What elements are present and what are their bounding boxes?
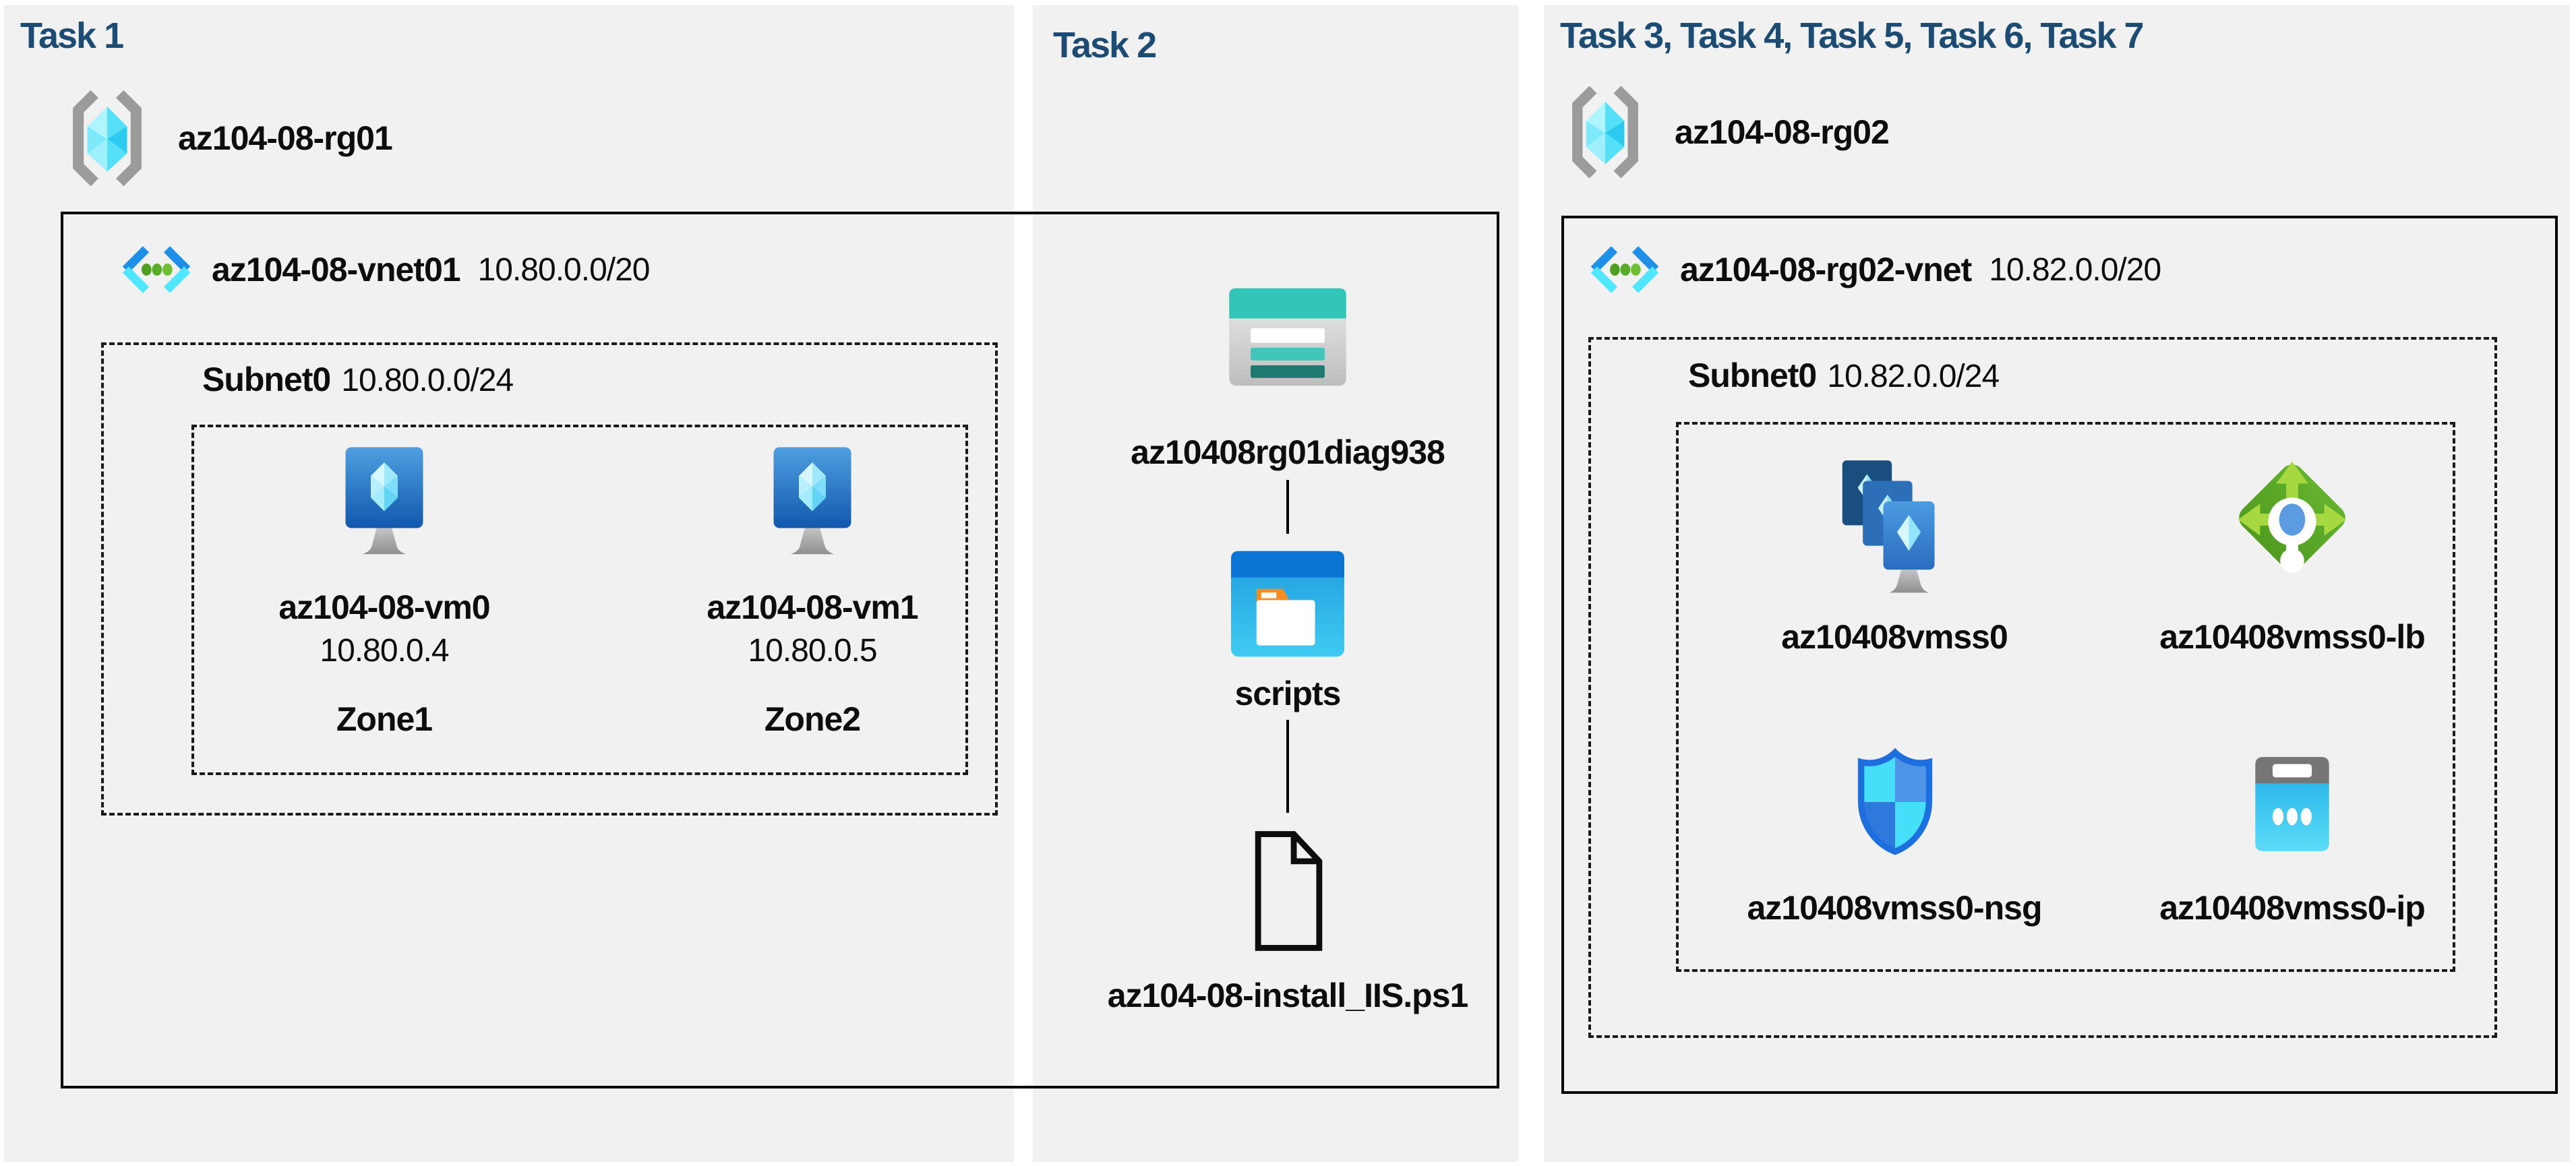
storage-account-name: az10408rg01diag938 [1131, 433, 1445, 471]
vm1-zone: Zone2 [764, 700, 861, 738]
resource-group-icon [62, 85, 152, 191]
vnet01-box [61, 212, 1499, 1088]
resource-group-rg02: az104-08-rg02 [1561, 81, 1890, 183]
connector-scripts-file [1286, 720, 1289, 813]
public-ip-icon [2249, 752, 2335, 856]
nsg-name: az10408vmss0-nsg [1747, 889, 2042, 927]
subnet0-box-task3 [1588, 337, 2497, 1038]
rg02-vnet-cidr: 10.82.0.0/20 [1989, 251, 2161, 288]
vm1-icon [762, 443, 863, 562]
public-ip-name: az10408vmss0-ip [2159, 889, 2426, 927]
script-file-name: az104-08-install_IIS.ps1 [1107, 977, 1469, 1014]
scripts-container-icon [1226, 547, 1350, 661]
task1-panel [4, 5, 1014, 1162]
resource-group-name: az104-08-rg01 [178, 119, 393, 157]
subnet0-box-task1 [101, 342, 998, 816]
rg02-vnet-name: az104-08-rg02-vnet [1680, 251, 1972, 288]
virtual-network-icon [1587, 237, 1663, 302]
vm0-icon [334, 443, 435, 562]
subnet0-cidr: 10.80.0.0/24 [341, 363, 514, 398]
script-file-icon [1245, 824, 1329, 958]
vnet01-name: az104-08-vnet01 [212, 251, 461, 288]
nsg-icon [1853, 735, 1938, 869]
vmss-resources-box [1676, 422, 2455, 972]
rg02-vnet-title-row: az104-08-rg02-vnet 10.82.0.0/20 [1587, 232, 2161, 307]
load-balancer-name: az10408vmss0-lb [2159, 618, 2426, 656]
virtual-machine-icon [773, 447, 851, 555]
vmss-name: az10408vmss0 [1781, 618, 2008, 656]
resource-group-name: az104-08-rg02 [1675, 113, 1890, 151]
vnet01-cidr: 10.80.0.0/20 [477, 251, 651, 288]
subnet0-name: Subnet0 [1688, 357, 1817, 394]
task2-header: Task 2 [1053, 25, 1157, 65]
vm0-zone: Zone1 [336, 700, 433, 738]
subnet0-label-task3: Subnet0 10.82.0.0/24 [1688, 356, 2000, 395]
task3-header: Task 3, Task 4, Task 5, Task 6, Task 7 [1560, 16, 2145, 56]
load-balancer-icon [2222, 438, 2362, 597]
vm1-name: az104-08-vm1 [707, 588, 918, 626]
vmss-icon [1830, 443, 1958, 608]
scripts-container-name: scripts [1234, 675, 1342, 712]
storage-account-icon [1224, 283, 1351, 391]
connector-storage-scripts [1286, 480, 1289, 534]
task1-header: Task 1 [20, 16, 124, 56]
resource-group-icon [1561, 81, 1649, 183]
virtual-machine-icon [345, 447, 423, 555]
rg02-vnet-box [1561, 216, 2558, 1094]
subnet0-cidr: 10.82.0.0/24 [1827, 359, 2000, 394]
virtual-network-icon [119, 237, 194, 302]
resource-group-rg01: az104-08-rg01 [62, 85, 393, 191]
vm0-name: az104-08-vm0 [278, 588, 490, 626]
zones-box [191, 425, 968, 775]
vm1-ip: 10.80.0.5 [748, 633, 877, 669]
subnet0-label-task1: Subnet0 10.80.0.0/24 [202, 360, 514, 399]
vm0-ip: 10.80.0.4 [320, 633, 449, 669]
subnet0-name: Subnet0 [202, 361, 331, 398]
vnet01-title-row: az104-08-vnet01 10.80.0.0/20 [119, 232, 651, 307]
